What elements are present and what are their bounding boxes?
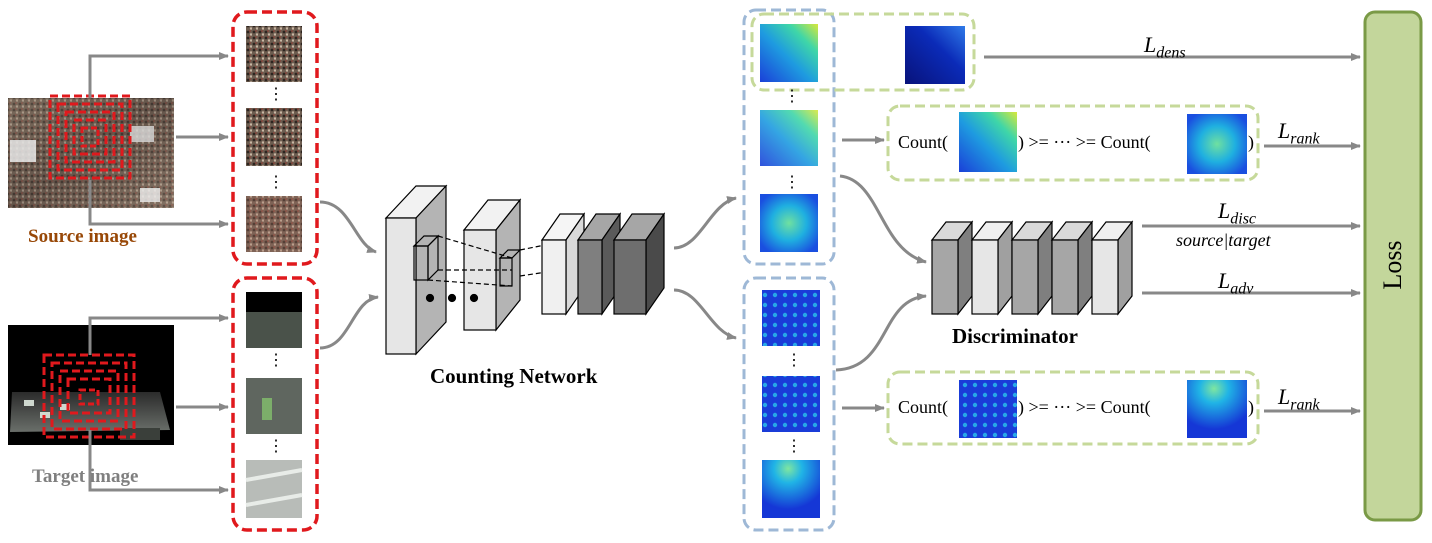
ellipsis: ⋮ xyxy=(786,438,802,455)
discriminator-input-arrows xyxy=(835,174,927,372)
loss-arrows xyxy=(984,53,1361,415)
target-patch-2 xyxy=(246,378,302,434)
rank-count-open: Count( xyxy=(898,397,949,417)
groundtruth-density xyxy=(905,26,965,84)
target-ranking-box xyxy=(886,370,1260,446)
rank-close: ) xyxy=(1248,397,1254,417)
target-density-2 xyxy=(762,376,820,432)
ellipsis: ⋮ xyxy=(786,352,802,369)
ellipsis: ⋮ xyxy=(268,352,284,369)
ellipsis: ⋮ xyxy=(784,174,800,191)
ranking-arrows xyxy=(842,136,885,412)
rank-relation: ) >= ··· >= Count( xyxy=(1018,397,1151,417)
ellipsis: ⋮ xyxy=(784,88,800,105)
rank-relation: ) >= ··· >= Count( xyxy=(1018,132,1151,152)
source-patch-3 xyxy=(246,196,302,252)
source-ranking-box xyxy=(886,104,1260,182)
source-image xyxy=(8,94,174,208)
source-patch-2 xyxy=(246,108,302,166)
target-patch-3 xyxy=(246,460,302,518)
loss-rank-label: Lrank xyxy=(1278,118,1320,148)
target-density-1 xyxy=(762,290,820,346)
target-density-3 xyxy=(762,460,820,518)
loss-dens-label: Ldens xyxy=(1144,32,1186,62)
target-image-label: Target image xyxy=(32,466,139,487)
ellipsis: ⋮ xyxy=(268,174,284,191)
target-patches-group xyxy=(231,276,319,532)
density-loss-box xyxy=(750,12,976,92)
source-patches-group xyxy=(231,10,319,266)
target-patch-arrows xyxy=(88,314,229,494)
source-patch-1 xyxy=(246,26,302,82)
discriminator-label: Discriminator xyxy=(952,324,1078,348)
counting-network xyxy=(384,184,666,356)
ellipsis: ⋮ xyxy=(268,86,284,103)
source-density-3 xyxy=(760,194,818,252)
loss-label: Loss xyxy=(1378,240,1407,290)
loss-rank-label: Lrank xyxy=(1278,384,1320,414)
source-density-group xyxy=(742,8,836,266)
loss-block xyxy=(1363,10,1423,522)
target-density-group xyxy=(742,276,836,532)
loss-disc-note: source|target xyxy=(1176,230,1271,250)
source-density-1 xyxy=(760,24,818,82)
patches-to-network-arrows xyxy=(319,200,379,350)
source-patch-arrows xyxy=(88,52,229,228)
rank-count-open: Count( xyxy=(898,132,949,152)
discriminator xyxy=(930,220,1134,316)
rank-close: ) xyxy=(1248,132,1254,152)
source-image-label: Source image xyxy=(28,226,137,247)
ellipsis: ⋮ xyxy=(268,438,284,455)
counting-network-label: Counting Network xyxy=(430,364,598,388)
target-image xyxy=(8,325,174,445)
loss-disc-label: Ldisc xyxy=(1218,198,1257,228)
network-to-density-arrows xyxy=(673,196,737,340)
source-density-2 xyxy=(760,110,818,166)
loss-adv-label: Ladv xyxy=(1218,268,1254,298)
